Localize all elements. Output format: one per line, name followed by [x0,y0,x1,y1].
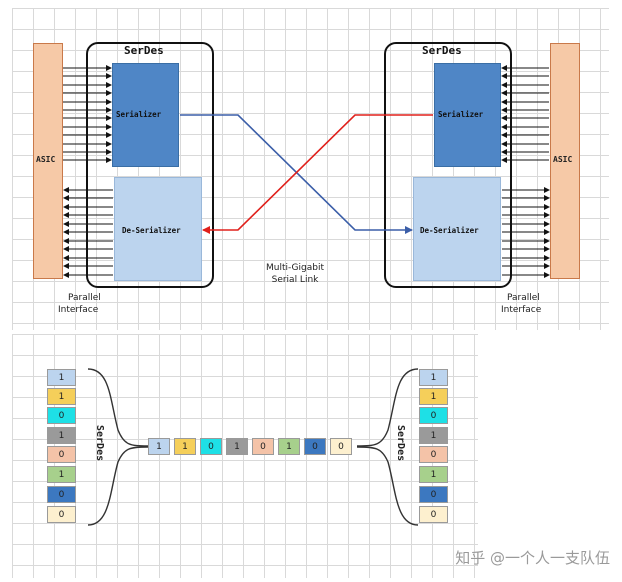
left-bit-7: 0 [47,506,76,523]
left-tx-parallel-arrows [63,65,112,163]
right-bit-2: 0 [419,407,448,424]
right-bit-1: 1 [419,388,448,405]
left-bit-4: 0 [47,446,76,463]
left-asic-label: ASIC [36,155,56,164]
right-asic-label: ASIC [553,155,573,164]
left-parallel-caption: Parallel Interface [58,292,112,316]
watermark-text: 知乎 @一个人一支队伍 [455,549,610,567]
right-parallel-caption: Parallel Interface [501,292,555,316]
right-parallel-caption-line2: Interface [501,305,542,315]
left-parallel-caption-line1: Parallel [68,293,101,303]
left-bit-5: 1 [47,466,76,483]
right-bit-4: 0 [419,446,448,463]
serial-bit-7: 0 [330,438,352,455]
left-serdes-vertical-label: SerDes [94,425,105,462]
right-rx-parallel-arrows [502,187,550,278]
left-deserializer-label: De-Serializer [122,226,181,235]
right-serializer-label: Serializer [438,110,484,119]
serial-link-caption: Multi-Gigabit Serial Link [250,262,340,286]
left-serdes-box [86,42,214,288]
serial-link-caption-line2: Serial Link [271,275,319,285]
serial-bit-4: 0 [252,438,274,455]
right-serdes-title: SerDes [422,44,462,57]
serial-bit-3: 1 [226,438,248,455]
serial-bit-2: 0 [200,438,222,455]
right-deserializer-block [413,177,501,281]
right-serdes-vertical-label: SerDes [395,425,406,462]
serial-bit-6: 0 [304,438,326,455]
left-deserializer-block [114,177,202,281]
left-parallel-caption-line2: Interface [58,305,99,315]
right-deserializer-label: De-Serializer [420,226,479,235]
right-serializer-block [434,63,501,167]
left-serializer-label: Serializer [116,110,162,119]
serial-bit-5: 1 [278,438,300,455]
left-asic-block [33,43,63,279]
top-diagram-connections [63,65,550,278]
right-asic-block [550,43,580,279]
left-serdes-title: SerDes [124,44,164,57]
left-bit-1: 1 [47,388,76,405]
serial-bit-1: 1 [174,438,196,455]
right-bit-6: 0 [419,486,448,503]
left-bit-0: 1 [47,369,76,386]
left-rx-parallel-arrows [63,187,113,278]
right-bit-3: 1 [419,427,448,444]
serial-link-red [202,114,433,234]
left-bit-6: 0 [47,486,76,503]
right-parallel-caption-line1: Parallel [507,293,540,303]
serial-link-caption-line1: Multi-Gigabit [265,263,325,273]
right-serdes-box [384,42,512,288]
left-bit-3: 1 [47,427,76,444]
serial-bit-0: 1 [148,438,170,455]
right-tx-parallel-arrows [501,65,549,163]
top-grid-background [12,8,609,330]
right-bit-0: 1 [419,369,448,386]
right-bit-5: 1 [419,466,448,483]
left-bit-2: 0 [47,407,76,424]
left-serializer-block [112,63,179,167]
bottom-grid-background [12,334,478,578]
right-bit-7: 0 [419,506,448,523]
